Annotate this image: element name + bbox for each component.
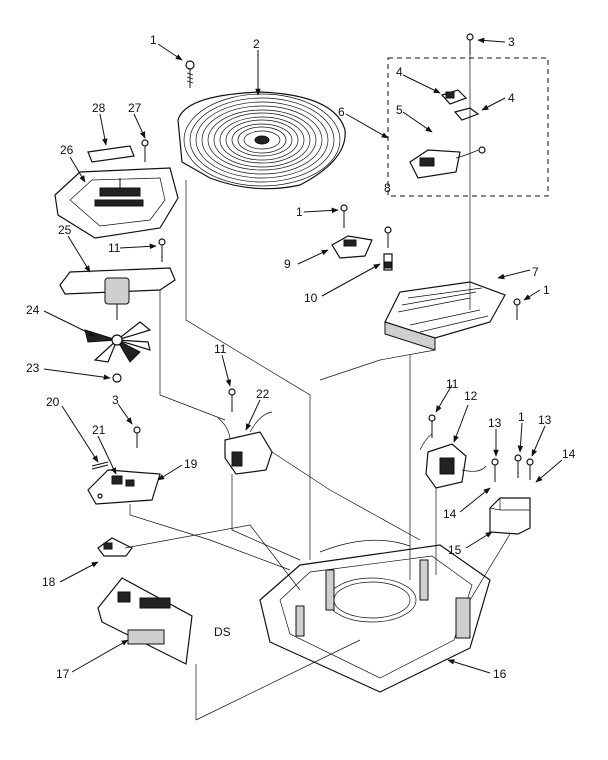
heat-sink-7 <box>384 281 506 351</box>
screw-3-top <box>466 33 474 55</box>
callout-19: 19 <box>184 457 198 471</box>
callout-1: 1 <box>150 33 157 47</box>
part-10 <box>383 253 393 271</box>
callout-26: 26 <box>60 143 74 157</box>
relay-12 <box>419 433 487 489</box>
callout-leaders <box>43 37 563 674</box>
callout-3: 3 <box>508 35 515 49</box>
callout-2: 2 <box>253 37 260 51</box>
drawing-code: DS <box>214 625 231 639</box>
transistor-4a <box>440 89 468 105</box>
part-9 <box>331 235 373 259</box>
screw-1-top <box>185 60 195 88</box>
induction-coil <box>177 91 346 190</box>
callout-22: 22 <box>256 387 270 401</box>
callout-labels: 1 2 3 4 4 5 6 7 1 8 1 9 10 28 27 26 25 1… <box>26 33 576 681</box>
callout-14b: 14 <box>443 507 457 521</box>
screw-13a <box>491 458 499 482</box>
callout-18: 18 <box>42 575 56 589</box>
callout-8: 8 <box>384 181 391 195</box>
screw-1d <box>514 454 522 478</box>
callout-1b: 1 <box>543 283 550 297</box>
dashed-group-6 <box>387 57 549 197</box>
callout-17: 17 <box>56 667 70 681</box>
screw-1b <box>513 298 521 320</box>
screw-11-bracket <box>158 238 166 262</box>
callout-16: 16 <box>493 667 507 681</box>
callout-9: 9 <box>284 257 291 271</box>
callout-25: 25 <box>58 223 72 237</box>
filter-box-15 <box>489 497 531 535</box>
callout-4a: 4 <box>396 65 403 79</box>
callout-23: 23 <box>26 361 40 375</box>
callout-24: 24 <box>26 303 40 317</box>
sensor-board <box>87 469 161 505</box>
fan-cover <box>54 167 179 239</box>
transistor-4b <box>453 107 480 121</box>
transformer-22 <box>217 411 273 475</box>
callout-12: 12 <box>464 389 478 403</box>
callout-14a: 14 <box>562 447 576 461</box>
callout-11b: 11 <box>214 342 227 356</box>
callout-3b: 3 <box>112 393 119 407</box>
bracket-18 <box>97 537 133 557</box>
callout-21: 21 <box>92 423 106 437</box>
callout-1c: 1 <box>296 205 303 219</box>
callout-11a: 11 <box>108 241 121 255</box>
screw-11-transformer <box>228 388 236 412</box>
screw-11-relay <box>428 414 436 438</box>
thermistor-20 <box>91 461 109 470</box>
callout-5: 5 <box>396 103 403 117</box>
fan-nut <box>112 373 122 383</box>
base-chassis-16 <box>259 539 491 693</box>
callout-6: 6 <box>338 105 345 119</box>
screw-1c <box>340 204 348 228</box>
callout-20: 20 <box>46 395 60 409</box>
screw-13b <box>526 458 534 480</box>
control-board-17 <box>97 577 193 665</box>
callout-7: 7 <box>532 265 539 279</box>
callout-15: 15 <box>448 543 462 557</box>
fan-blade <box>84 321 152 363</box>
screw-3-board <box>133 426 141 448</box>
assembly-lines <box>124 180 511 721</box>
callout-13b: 13 <box>538 413 552 427</box>
fan-handle <box>87 145 135 163</box>
callout-4b: 4 <box>508 91 515 105</box>
screw-8 <box>384 226 392 248</box>
callout-11c: 11 <box>446 377 459 391</box>
fan-motor-bracket <box>59 267 176 320</box>
component-5 <box>409 146 486 179</box>
screw-27 <box>141 139 149 162</box>
callout-13a: 13 <box>488 416 502 430</box>
callout-1d: 1 <box>518 410 525 424</box>
callout-28: 28 <box>92 101 106 115</box>
callout-27: 27 <box>128 101 142 115</box>
callout-10: 10 <box>304 291 318 305</box>
